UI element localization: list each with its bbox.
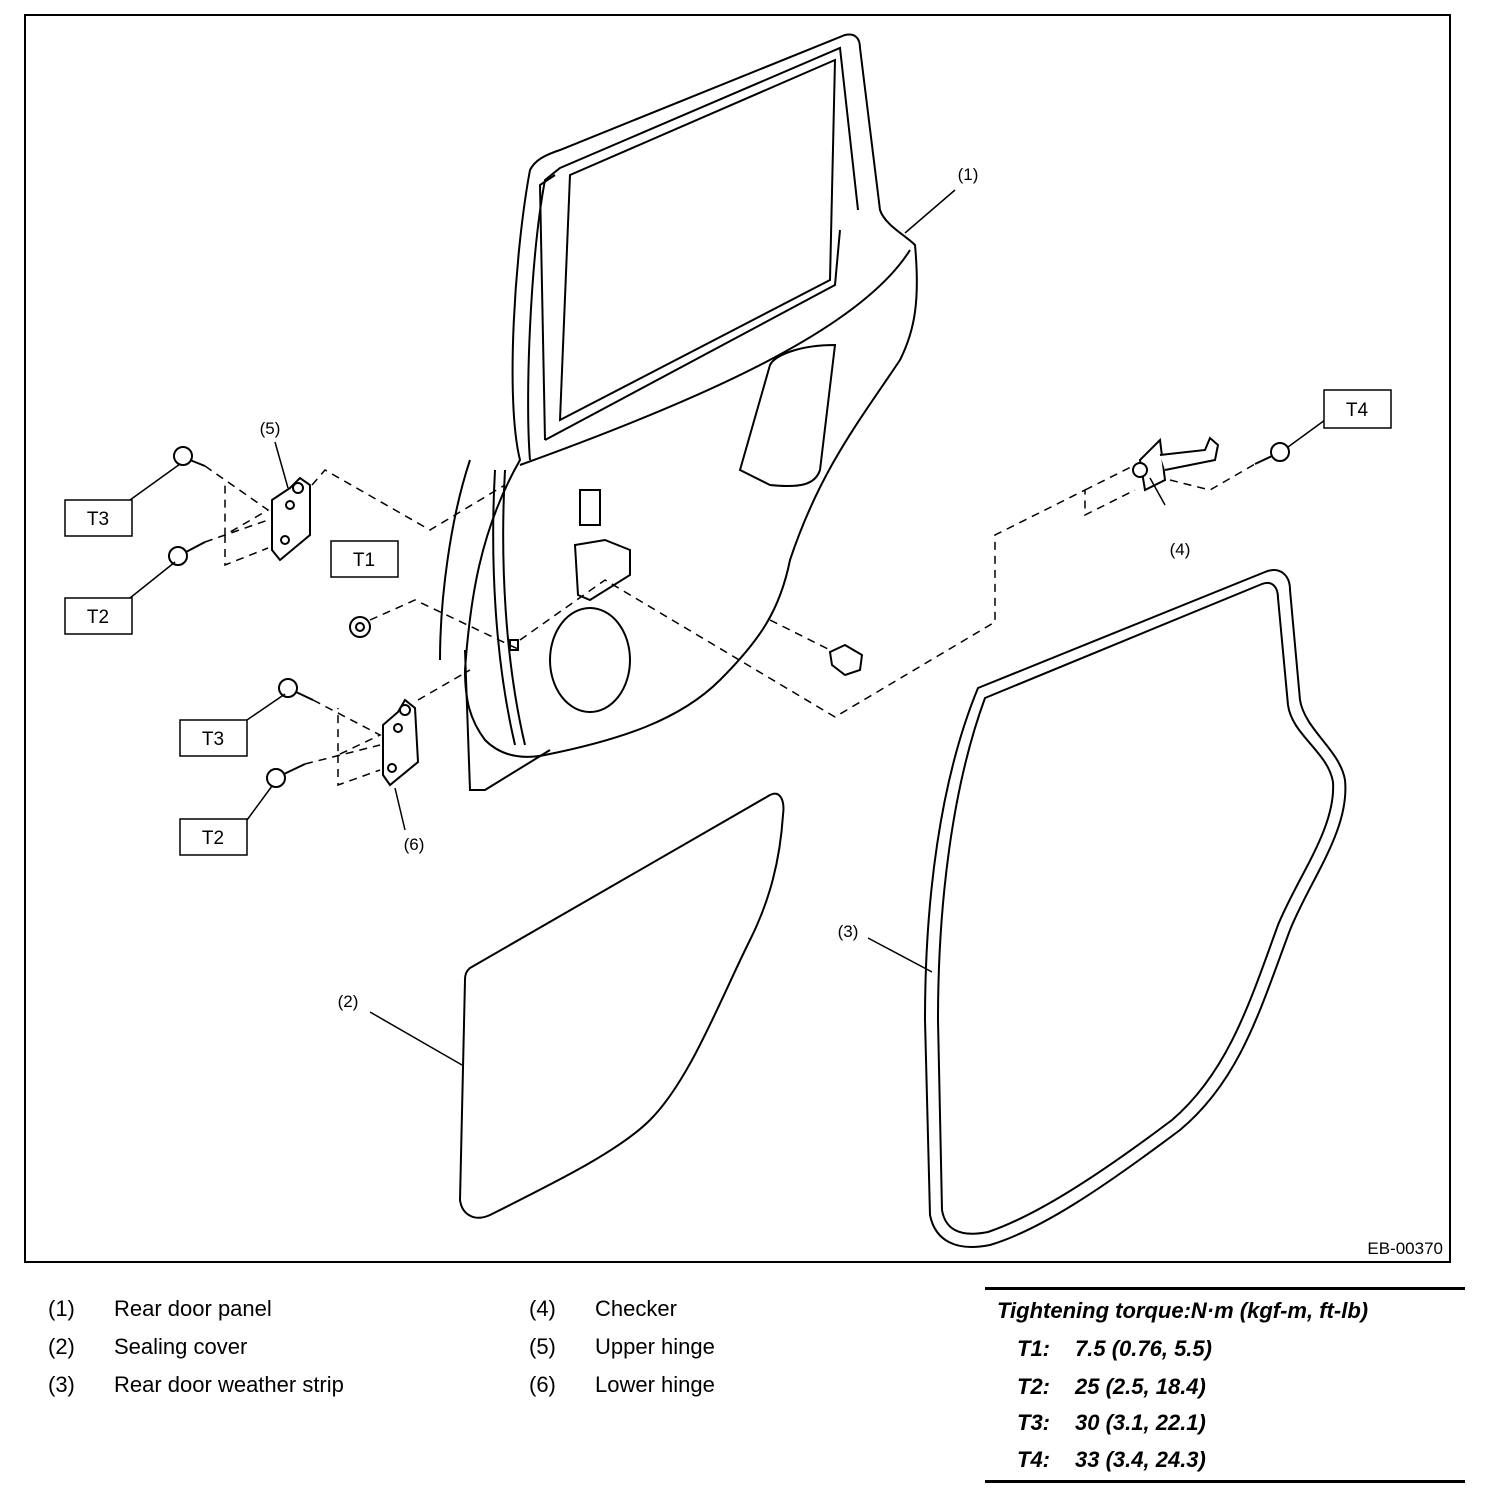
callout-4: (4) xyxy=(1170,540,1191,559)
torque-title: Tightening torque:N·m (kgf-m, ft-lb) xyxy=(997,1298,1369,1323)
callout-1: (1) xyxy=(958,165,979,184)
rear-door-weather-strip xyxy=(923,569,1347,1248)
tag-box-t4 xyxy=(1323,389,1392,429)
rear-door-panel xyxy=(439,33,918,791)
figure-code: EB-00370 xyxy=(1367,1239,1443,1258)
clip xyxy=(828,643,864,677)
nut-t1 xyxy=(349,616,371,638)
bolt-t3-lower xyxy=(278,678,314,701)
upper-hinge xyxy=(271,476,311,562)
callout-3: (3) xyxy=(838,922,859,941)
tag-box-t2-upper xyxy=(64,597,133,635)
tag-box-t1 xyxy=(330,540,399,578)
tag-t4: T4 xyxy=(1346,400,1369,421)
tag-t1: T1 xyxy=(353,550,375,571)
lower-hinge xyxy=(382,698,420,787)
callout-6: (6) xyxy=(404,835,425,854)
callout-2: (2) xyxy=(338,992,359,1011)
diagram-frame xyxy=(24,14,1451,1263)
callout-5: (5) xyxy=(260,419,281,438)
tag-t2-lower: T2 xyxy=(202,828,224,849)
bolt-t3-upper xyxy=(173,446,206,467)
tag-box-t3-upper xyxy=(64,499,133,537)
bolt-t4 xyxy=(1254,442,1290,465)
tag-t3-upper: T3 xyxy=(87,509,109,530)
tag-box-t3-lower xyxy=(179,719,248,757)
tag-t3-lower: T3 xyxy=(202,729,224,750)
leader-lines xyxy=(129,189,1326,1066)
bolt-t2-lower xyxy=(266,763,306,788)
tag-t2-upper: T2 xyxy=(87,607,109,628)
torque-table: Tightening torque:N·m (kgf-m, ft-lb) T1:… xyxy=(985,1287,1465,1483)
bolt-t2-upper xyxy=(168,541,206,566)
exploded-diagram: T3 T2 T1 T3 T2 T4 (1) (5) (4) (6) (3) (2… xyxy=(24,14,1451,1263)
assembly-lines xyxy=(204,463,1256,787)
sealing-cover xyxy=(458,792,785,1219)
tag-box-t2-lower xyxy=(179,818,248,856)
checker xyxy=(1132,436,1220,492)
